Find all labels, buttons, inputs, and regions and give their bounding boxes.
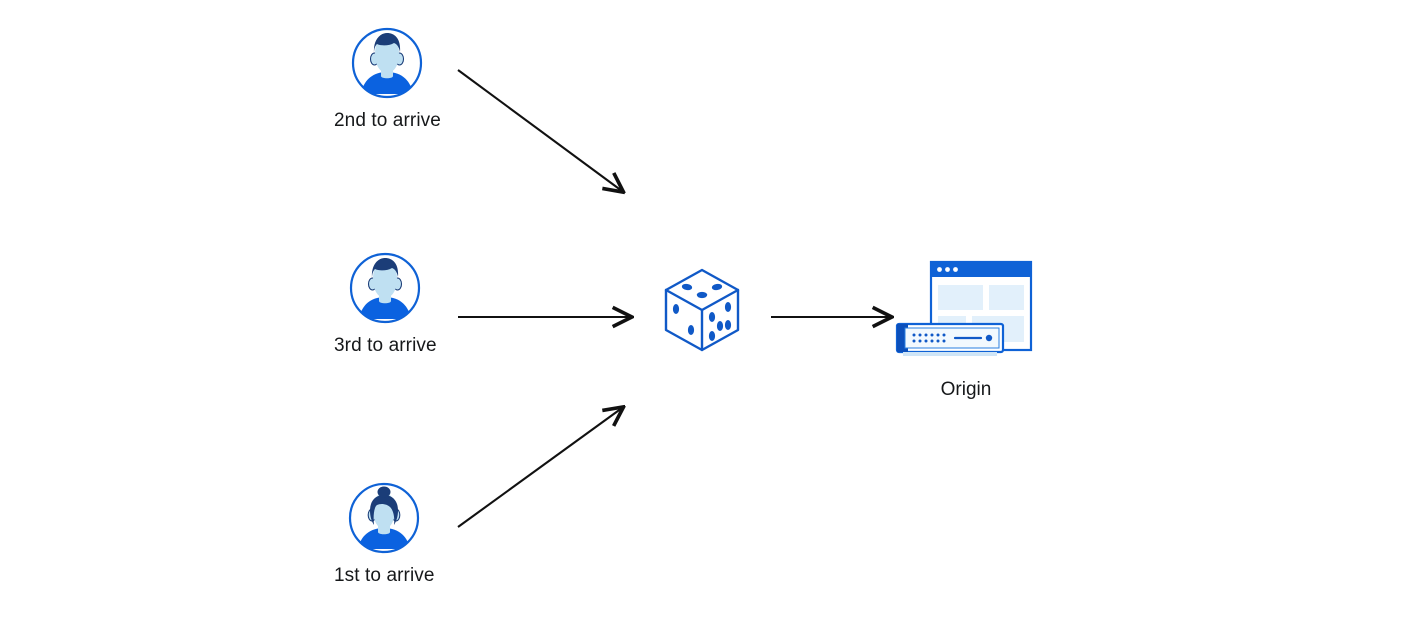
arrow-client-1-to-dice: [457, 69, 622, 191]
node-label: 3rd to arrive: [334, 335, 437, 356]
user-avatar-icon: [348, 251, 422, 325]
origin-server-icon: [893, 258, 1039, 366]
node-client-1[interactable]: 2nd to arrive: [334, 26, 441, 130]
arrow-client-3-to-dice: [457, 408, 622, 528]
node-dice[interactable]: [660, 266, 744, 354]
node-label: Origin: [940, 379, 992, 400]
user-avatar-icon: [350, 26, 424, 100]
node-label: 1st to arrive: [334, 565, 435, 586]
node-origin[interactable]: Origin: [893, 258, 1039, 403]
dice-icon: [664, 268, 740, 352]
user-avatar-icon: [347, 481, 421, 555]
node-client-3[interactable]: 1st to arrive: [334, 481, 435, 585]
server-device-icon: [895, 322, 1005, 356]
node-label: 2nd to arrive: [334, 110, 441, 131]
node-client-2[interactable]: 3rd to arrive: [334, 251, 437, 355]
